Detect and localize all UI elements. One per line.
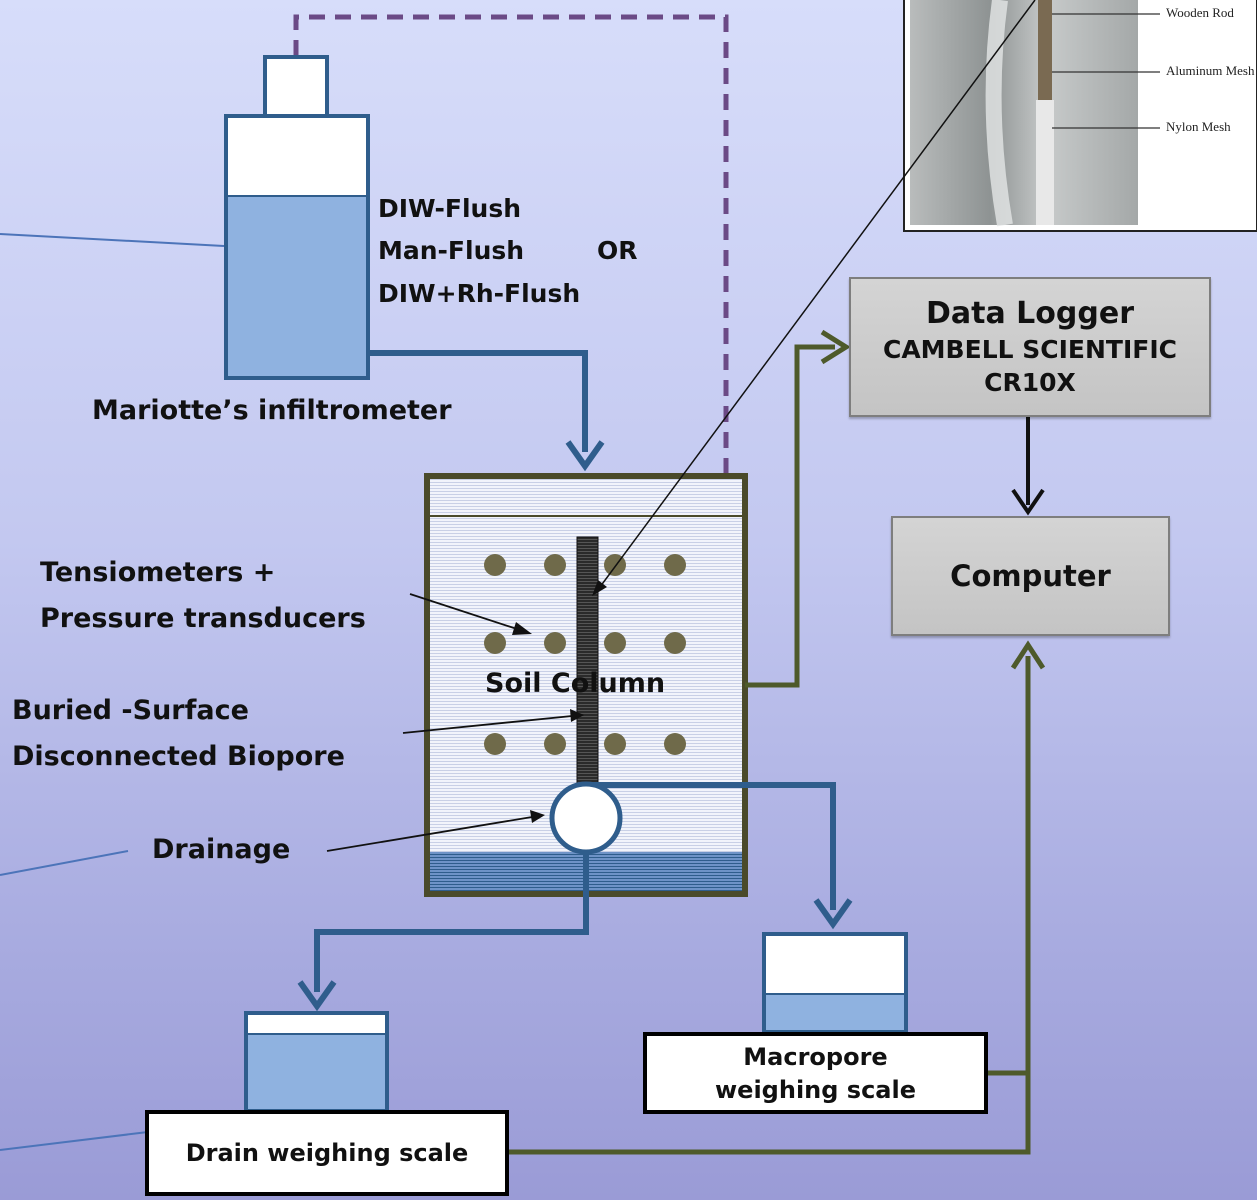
drain-scale-box: Drain weighing scale xyxy=(145,1110,509,1196)
drainage-valve xyxy=(549,781,623,855)
tensiometer-dot xyxy=(604,733,626,755)
infiltrometer-cap xyxy=(263,55,329,118)
tensiometer-dot xyxy=(484,632,506,654)
computer-label: Computer xyxy=(950,559,1111,593)
solution-label-man: Man-Flush xyxy=(378,236,525,265)
drain-container-water xyxy=(248,1034,385,1109)
left-annotation-line-bottom xyxy=(0,1131,149,1151)
tensiometer-label-line2: Pressure transducers xyxy=(40,603,366,634)
drainage-pointer xyxy=(326,816,533,852)
soil-column-label: Soil Column xyxy=(485,668,666,699)
macropore-scale-line2: weighing scale xyxy=(715,1076,916,1105)
data-logger-model-line2: CR10X xyxy=(984,368,1076,397)
tensiometer-label-line1: Tensiometers + xyxy=(40,557,276,588)
drain-outlet-line xyxy=(314,850,589,992)
water-feed-arrowhead xyxy=(565,440,605,472)
biopore-photo xyxy=(910,0,1138,225)
tensiometer-dot xyxy=(484,554,506,576)
infiltrometer-label: Mariotte’s infiltrometer xyxy=(92,395,452,426)
data-logger-title: Data Logger xyxy=(926,295,1134,331)
column-to-logger-line xyxy=(745,344,835,688)
logger-to-computer-arrowhead xyxy=(1011,488,1045,516)
tensiometer-dot xyxy=(544,554,566,576)
macropore-arrowhead xyxy=(813,898,853,930)
photo-label-nylon-mesh: Nylon Mesh xyxy=(1166,119,1231,134)
data-logger-box: Data Logger CAMBELL SCIENTIFIC CR10X xyxy=(849,277,1211,417)
tensiometer-dot xyxy=(604,632,626,654)
tensiometer-dot xyxy=(544,733,566,755)
biopore-photo-tube xyxy=(985,0,1013,227)
biopore-photo-mesh xyxy=(1036,100,1054,225)
tensiometer-dot xyxy=(664,632,686,654)
macropore-outlet-line xyxy=(588,782,836,910)
column-to-logger-arrowhead xyxy=(820,329,851,365)
biopore-label-line1: Buried -Surface xyxy=(12,695,249,726)
solution-label-diw-rh: DIW+Rh-Flush xyxy=(378,279,581,308)
biopore-label-line2: Disconnected Biopore xyxy=(12,741,345,772)
tensiometer-pointer xyxy=(409,593,521,631)
tensiometer-dot xyxy=(484,733,506,755)
infiltrometer-water xyxy=(228,196,366,376)
biopore-pointer xyxy=(402,715,573,734)
water-feed-line xyxy=(368,350,588,452)
data-logger-model-line1: CAMBELL SCIENTIFIC xyxy=(882,335,1177,364)
tensiometer-dot xyxy=(664,554,686,576)
left-annotation-line-top xyxy=(0,233,225,247)
macropore-scale-box: Macropore weighing scale xyxy=(643,1032,988,1114)
tensiometer-dot xyxy=(664,733,686,755)
computer-box: Computer xyxy=(891,516,1170,636)
biopore-rod xyxy=(576,536,599,786)
scales-to-computer-line xyxy=(508,656,1031,1155)
tensiometer-arrowhead xyxy=(512,622,532,635)
left-annotation-line-mid xyxy=(0,850,129,876)
macropore-container-water xyxy=(766,994,904,1030)
tensiometer-dot xyxy=(544,632,566,654)
photo-to-rod-arrowhead xyxy=(592,580,607,596)
photo-label-wooden-rod: Wooden Rod xyxy=(1166,5,1234,20)
drainage-arrowhead xyxy=(530,810,545,823)
drainage-label: Drainage xyxy=(152,834,291,865)
photo-to-rod-pointer xyxy=(596,0,1036,592)
biopore-arrowhead xyxy=(570,709,584,722)
drain-arrowhead xyxy=(297,980,337,1012)
drain-scale-label: Drain weighing scale xyxy=(185,1139,469,1167)
scales-to-computer-arrowhead xyxy=(1010,640,1046,670)
solution-label-or: OR xyxy=(597,236,638,265)
photo-label-aluminum-mesh: Aluminum Mesh xyxy=(1166,63,1255,78)
solution-label-diw: DIW-Flush xyxy=(378,194,522,223)
macropore-scale-line1: Macropore xyxy=(743,1043,888,1072)
